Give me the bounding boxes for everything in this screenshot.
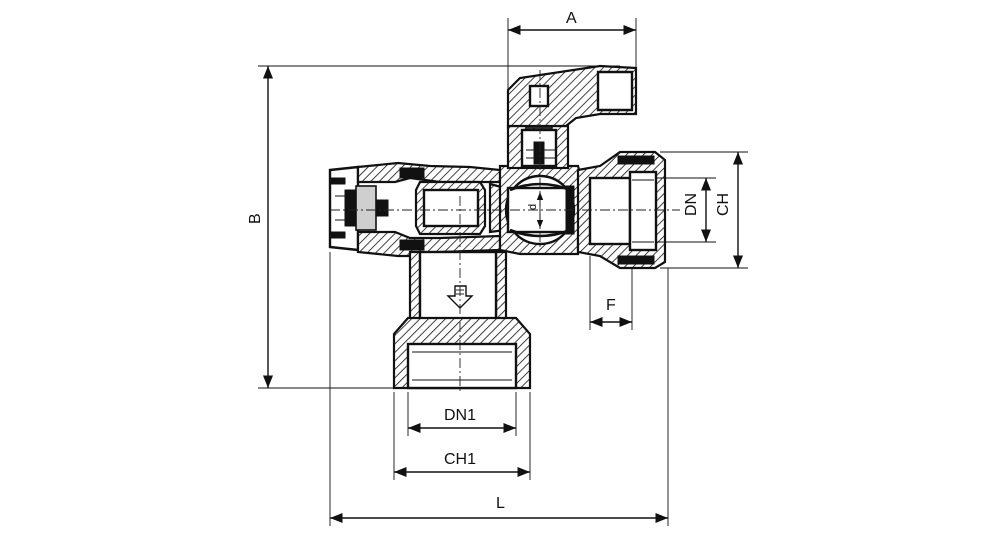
label-B: B [247, 213, 264, 224]
label-DN1: DN1 [444, 407, 476, 424]
bottom-nut [392, 316, 532, 390]
label-F: F [606, 297, 616, 314]
dim-CH: CH [660, 151, 748, 269]
label-CH1: CH1 [444, 451, 476, 468]
dim-B: B [247, 65, 620, 389]
dim-A: A [507, 10, 637, 112]
valve-assembly: d [328, 64, 680, 392]
handle-lever [506, 64, 638, 128]
dimensions: A B DN CH F [247, 10, 748, 526]
dim-F: F [589, 256, 633, 330]
label-L: L [496, 495, 505, 512]
dim-DN1: DN1 [407, 392, 517, 436]
left-cap [328, 165, 389, 252]
dim-DN: DN [656, 177, 716, 243]
label-A: A [566, 10, 577, 27]
dim-L: L [329, 252, 669, 526]
left-body [356, 161, 507, 258]
label-d: d [527, 204, 539, 210]
label-CH: CH [715, 193, 732, 216]
label-DN: DN [683, 193, 700, 216]
dim-CH1: CH1 [393, 392, 531, 480]
